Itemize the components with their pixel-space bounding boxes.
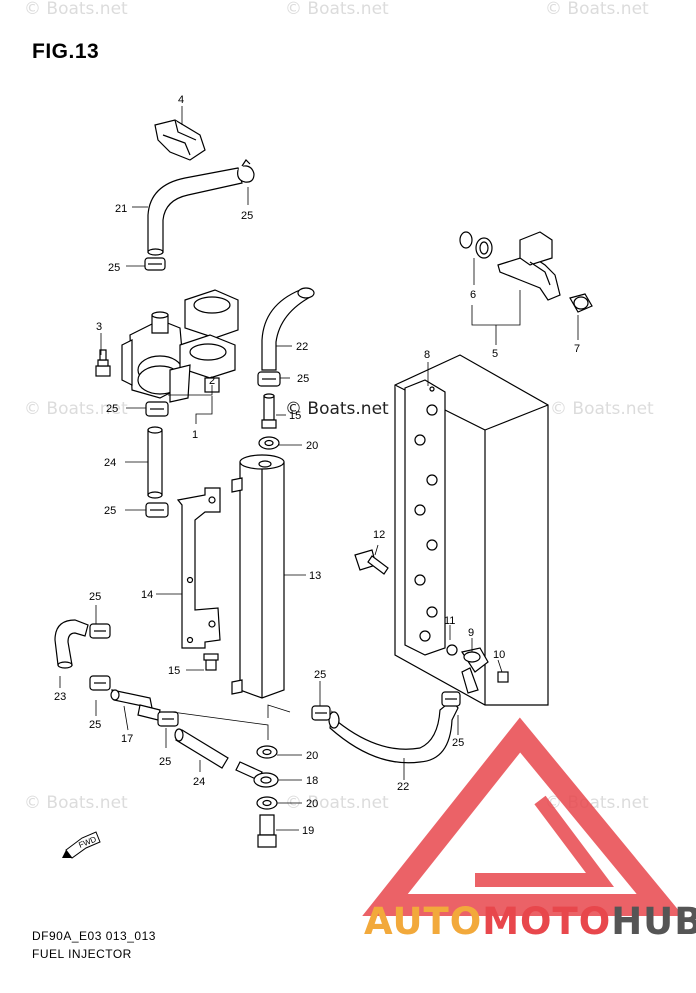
callout-17: 17 (121, 733, 133, 745)
callout-12: 12 (373, 529, 385, 541)
callout-24: 24 (193, 776, 205, 788)
callout-25: 25 (104, 505, 116, 517)
callout-5: 5 (492, 348, 498, 360)
callout-21: 21 (115, 203, 127, 215)
callout-25: 25 (452, 737, 464, 749)
hose-clamp (257, 371, 281, 387)
callout-24: 24 (104, 457, 116, 469)
callout-15: 15 (168, 665, 180, 677)
brand-triangle-logo (362, 717, 684, 916)
washer-20 (256, 796, 278, 810)
callout-11: 11 (444, 615, 455, 627)
brand-part-moto: MOTO (482, 900, 612, 943)
figure-name: FUEL INJECTOR (32, 947, 132, 961)
fuel-injector-5 (497, 231, 561, 301)
fitting-15 (261, 393, 277, 429)
forward-arrow-icon: FWD (62, 831, 101, 859)
watermark: © Boats.net (24, 793, 128, 813)
intake-manifold-8 (394, 354, 549, 706)
callout-25: 25 (159, 756, 171, 768)
clip-part (154, 119, 206, 161)
callout-23: 23 (54, 691, 66, 703)
hose-clamp (145, 502, 169, 518)
callout-20: 20 (306, 440, 318, 452)
hose-clamp (311, 705, 331, 721)
watermark: © Boats.net (545, 0, 649, 19)
banjo-bolt-19 (257, 814, 277, 848)
hose-clamp (144, 257, 166, 271)
hose-clamp (237, 159, 255, 183)
callout-1: 1 (192, 429, 198, 441)
callout-labels: 4 21 25 25 3 2 25 1 24 25 14 25 15 23 25… (54, 94, 580, 837)
callout-4: 4 (178, 94, 184, 106)
brand-part-auto: AUTO (364, 900, 483, 943)
bolt-3 (95, 349, 111, 377)
hose-24-lower (174, 728, 229, 769)
watermark: © Boats.net (285, 793, 389, 813)
callout-2: 2 (209, 375, 215, 387)
bolt-15 (203, 653, 219, 671)
brand-part-hub: HUB (611, 900, 696, 943)
callout-3: 3 (96, 321, 102, 333)
callout-25: 25 (106, 403, 118, 415)
watermark-center: © Boats.net (285, 399, 389, 419)
seal-7 (569, 293, 593, 313)
hose-clamp (89, 623, 111, 639)
callout-25: 25 (108, 262, 120, 274)
callout-22: 22 (397, 781, 409, 793)
vapor-separator-assembly (121, 289, 239, 403)
watermark: © Boats.net (24, 399, 128, 419)
callout-19: 19 (302, 825, 314, 837)
callout-14: 14 (141, 589, 153, 601)
callout-6: 6 (470, 289, 476, 301)
hose-clamp (441, 691, 461, 707)
bracket-14 (176, 487, 221, 649)
callout-7: 7 (574, 343, 580, 355)
callout-13: 13 (309, 570, 321, 582)
fitting-9 (461, 647, 489, 694)
callout-25: 25 (314, 669, 326, 681)
fuel-rail-13 (231, 454, 285, 699)
callout-18: 18 (306, 775, 318, 787)
hose-24 (147, 426, 163, 499)
hose-clamp (89, 675, 111, 691)
callout-20: 20 (306, 750, 318, 762)
bolt-12 (354, 549, 389, 575)
o-ring-11 (446, 644, 458, 656)
joint-17 (110, 689, 161, 721)
callout-15: 15 (289, 410, 301, 422)
hose-clamp (157, 711, 179, 727)
leader-lines (59, 106, 579, 831)
callout-20: 20 (306, 798, 318, 810)
watermark: © Boats.net (24, 0, 128, 19)
callout-8: 8 (424, 349, 430, 361)
brand-logo-text: AUTOMOTOHUB (364, 900, 696, 943)
callout-10: 10 (493, 649, 505, 661)
callout-25: 25 (241, 210, 253, 222)
hose-clamp (145, 401, 169, 417)
washer-20 (258, 436, 280, 450)
hose-22 (261, 287, 315, 371)
banjo-fitting-18 (235, 761, 279, 788)
o-ring-6 (459, 231, 493, 259)
hose-23 (54, 619, 89, 669)
callout-25: 25 (297, 373, 309, 385)
watermark: © Boats.net (550, 399, 654, 419)
hose-21 (147, 167, 243, 256)
figure-code: DF90A_E03 013_013 (32, 929, 156, 943)
figure-title: FIG.13 (32, 40, 100, 63)
hose-22-lower (328, 699, 459, 764)
washer-20 (256, 745, 278, 759)
watermark: © Boats.net (285, 0, 389, 19)
callout-22: 22 (296, 341, 308, 353)
callout-9: 9 (468, 627, 474, 639)
bolt-10 (497, 671, 509, 683)
callout-25: 25 (89, 591, 101, 603)
callout-25: 25 (89, 719, 101, 731)
